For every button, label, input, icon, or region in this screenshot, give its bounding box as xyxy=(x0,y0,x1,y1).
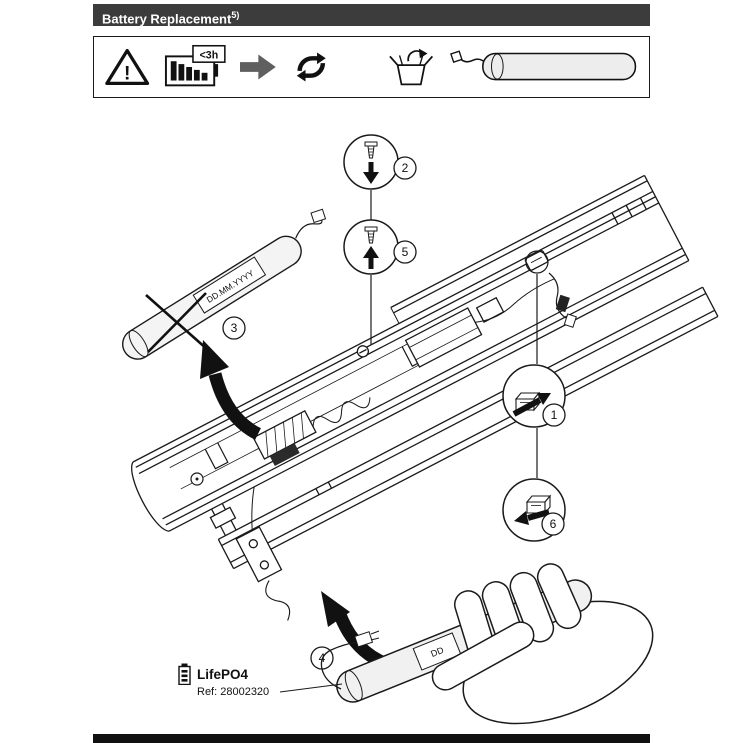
callout-step-5: 5 xyxy=(393,240,417,264)
step-number: 2 xyxy=(402,161,409,175)
callout-leaders xyxy=(370,190,538,478)
step-number: 5 xyxy=(402,245,409,259)
step-number: 3 xyxy=(231,321,238,335)
operator-rail xyxy=(131,174,719,621)
old-battery-connector xyxy=(310,208,327,224)
new-battery-date-label: DD xyxy=(429,645,445,659)
battery-ref: Ref: 28002320 xyxy=(197,686,270,698)
page-footer-bar xyxy=(93,734,650,743)
warning-triangle-icon: ! xyxy=(105,48,150,86)
old-battery: DD.MM.YYYY xyxy=(122,208,327,360)
cross-out-mark xyxy=(145,292,209,353)
hanging-wire xyxy=(265,580,291,621)
thumb xyxy=(431,621,535,691)
arrow-down-icon xyxy=(368,162,374,173)
battery-level-icon: <3h xyxy=(165,44,226,87)
terminal-block xyxy=(252,410,317,466)
screw-icon xyxy=(364,226,378,244)
wire-connector xyxy=(563,313,577,328)
battery-tray-clip xyxy=(204,442,229,470)
new-battery-wire xyxy=(320,641,359,690)
battery-spec: LifePO4 Ref: 28002320 xyxy=(178,663,269,698)
screw-icon xyxy=(364,141,378,159)
section-header: Battery Replacement5) xyxy=(93,4,650,26)
arrow-left-icon xyxy=(527,509,550,521)
hand-with-battery: DD xyxy=(336,563,654,725)
screw-detail-up xyxy=(343,219,399,275)
old-battery-wire xyxy=(295,217,323,239)
unpack-box-icon xyxy=(389,48,434,86)
wire-connector xyxy=(555,294,570,313)
footnote-ref: 5) xyxy=(231,10,240,20)
recycle-icon xyxy=(296,52,326,82)
control-board xyxy=(404,296,505,368)
section-title: Battery Replacement xyxy=(102,11,232,27)
rail-wiring xyxy=(312,397,371,427)
step-number: 6 xyxy=(550,517,557,531)
arrow-up-icon xyxy=(363,246,379,258)
spare-battery-icon xyxy=(449,50,636,81)
clip-position-marker xyxy=(525,250,549,274)
clip-wire xyxy=(548,272,567,319)
callout-step-3: 3 xyxy=(222,316,246,340)
mount-point xyxy=(190,472,204,486)
mounting-plate xyxy=(235,526,283,583)
callout-step-2: 2 xyxy=(393,156,417,180)
arrow-upright-icon xyxy=(512,397,542,417)
callout-step-6: 6 xyxy=(541,512,565,536)
callout-step-1: 1 xyxy=(542,403,566,427)
battery-time-label: <3h xyxy=(200,49,219,61)
screw-detail-down xyxy=(343,134,399,190)
arrow-right-icon xyxy=(240,54,276,80)
hanging-wire xyxy=(251,486,255,531)
step-number: 1 xyxy=(551,408,558,422)
new-battery-connector xyxy=(354,631,374,648)
removal-arrow xyxy=(200,340,262,440)
battery-chemistry: LifePO4 xyxy=(197,666,249,682)
rail-screw xyxy=(356,345,370,358)
spec-leader-line xyxy=(279,683,343,693)
rail-wiring xyxy=(475,278,555,323)
warning-exclamation: ! xyxy=(124,64,130,85)
battery-icon xyxy=(178,663,191,685)
instruction-icon-row: ! <3h xyxy=(93,36,650,98)
clip-icon xyxy=(525,494,552,515)
